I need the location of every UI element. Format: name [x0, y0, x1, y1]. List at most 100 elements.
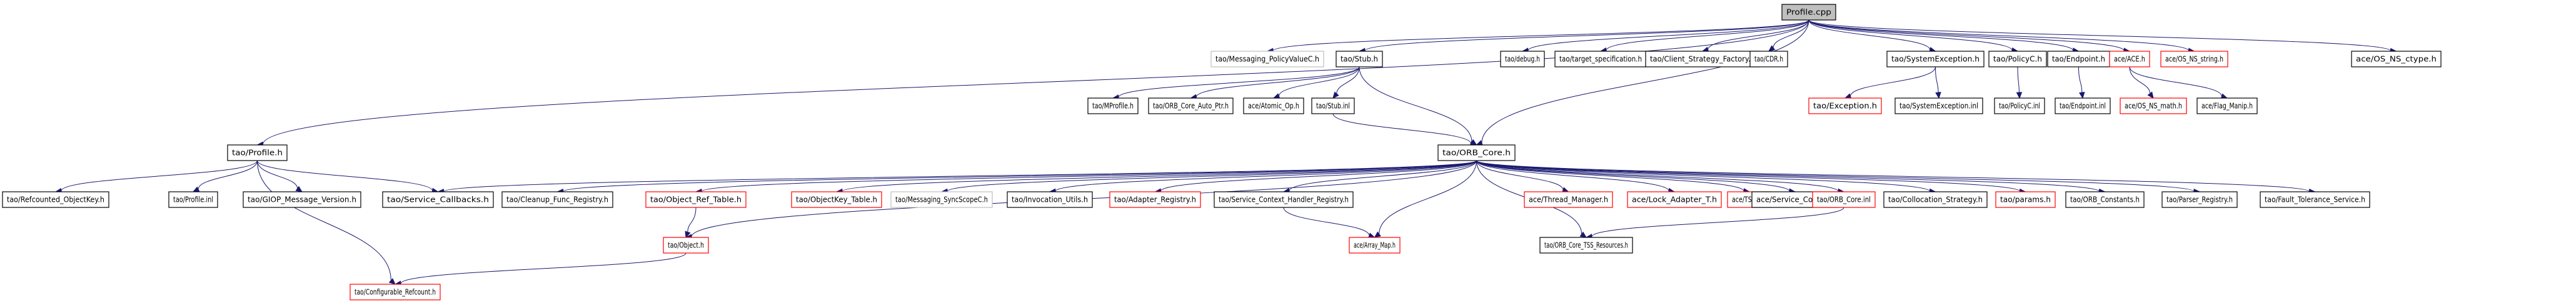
node-box: [1210, 51, 1324, 67]
edge-profile_h-to-giop_msg_version: [257, 160, 303, 192]
node-client-strategy[interactable]: tao/Client_Strategy_Factory.h: [1645, 51, 1760, 67]
edge-stub_h-to-orb_core_h: [1359, 66, 1477, 146]
node-label: tao/Endpoint.h: [2052, 55, 2105, 64]
node-cleanup-func-registry[interactable]: tao/Cleanup_Func_Registry.h: [501, 191, 613, 208]
edge-line: [262, 19, 1809, 145]
node-orb-core-auto-ptr[interactable]: tao/ORB_Core_Auto_Ptr.h: [1148, 97, 1234, 114]
edge-line: [1808, 19, 2125, 51]
node-os-ns-ctype[interactable]: ace/OS_NS_ctype.h: [2351, 51, 2442, 67]
node-exception-h[interactable]: tao/Exception.h: [1808, 97, 1882, 114]
edge-line: [1272, 19, 1809, 51]
edge-orb_core_h-to-object_ref_table: [695, 160, 1477, 195]
edge-line: [1808, 19, 1931, 51]
node-params-h[interactable]: tao/params.h: [1995, 191, 2056, 208]
node-service-callbacks[interactable]: tao/Service_Callbacks.h: [382, 191, 494, 208]
node-profile-h[interactable]: tao/Profile.h: [227, 144, 288, 161]
edge-line: [1118, 66, 1360, 98]
node-messaging-syncscopec[interactable]: tao/Messaging_SyncScopeC.h: [890, 191, 993, 208]
edge-line: [1808, 19, 2013, 51]
node-messaging-policyvaluec[interactable]: tao/Messaging_PolicyValueC.h: [1210, 51, 1324, 67]
node-refcounted-objectkey[interactable]: tao/Refcounted_ObjectKey.h: [2, 191, 109, 208]
edge-line: [2078, 66, 2083, 93]
node-thread-manager[interactable]: ace/Thread_Manager.h: [1524, 191, 1613, 208]
edge-profile_cpp-to-os_ns_ctype: [1808, 19, 2397, 54]
arrowhead-icon: [388, 278, 396, 285]
edge-line: [1476, 160, 1744, 192]
node-service-ctx-handler-registry[interactable]: tao/Service_Context_Handler_Registry.h: [1214, 191, 1354, 208]
edge-ace_h-to-os_ns_math: [2129, 66, 2154, 99]
node-label: tao/ObjectKey_Table.h: [796, 196, 877, 204]
edge-object_h-to-configurable_refcount: [394, 252, 687, 287]
edge-line: [1476, 160, 2021, 192]
edge-profile_cpp-to-endpoint_h: [1808, 19, 2080, 54]
edge-profile_h-to-refcounted_objectkey: [54, 160, 258, 194]
node-object-h[interactable]: tao/Object.h: [663, 237, 709, 254]
node-box: [501, 191, 613, 208]
node-stub-inl[interactable]: tao/Stub.inl: [1311, 97, 1355, 114]
node-label: tao/Invocation_Utils.h: [1012, 196, 1088, 204]
node-stub-h[interactable]: tao/Stub.h: [1336, 51, 1383, 67]
edge-line: [1332, 113, 1472, 144]
node-profile-inl[interactable]: tao/Profile.inl: [168, 191, 218, 208]
arrowhead-icon: [1332, 91, 1339, 99]
node-atomic-op[interactable]: ace/Atomic_Op.h: [1243, 97, 1304, 114]
node-configurable-refcount[interactable]: tao/Configurable_Refcount.h: [350, 284, 441, 301]
node-os-ns-math[interactable]: ace/OS_NS_math.h: [2120, 97, 2187, 114]
node-mprofile-h[interactable]: tao/MProfile.h: [1087, 97, 1139, 114]
arrowhead-icon: [1935, 92, 1941, 99]
edge-line: [2129, 66, 2222, 97]
node-label: ace/OS_NS_ctype.h: [2356, 55, 2437, 64]
node-debug-h[interactable]: tao/debug.h: [1500, 51, 1545, 67]
node-endpoint-inl[interactable]: tao/Endpoint.inl: [2055, 97, 2111, 114]
edge-line: [400, 252, 687, 284]
node-adapter-registry[interactable]: tao/Adapter_Registry.h: [1109, 191, 1201, 208]
node-invocation-utils[interactable]: tao/Invocation_Utils.h: [1007, 191, 1093, 208]
node-object-ref-table[interactable]: tao/Object_Ref_Table.h: [645, 191, 747, 208]
node-objectkey-table[interactable]: tao/ObjectKey_Table.h: [791, 191, 882, 208]
node-os-ns-string[interactable]: ace/OS_NS_string.h: [2160, 51, 2228, 67]
node-collocation-strategy[interactable]: tao/Collocation_Strategy.h: [1883, 191, 1988, 208]
node-box: [1349, 237, 1401, 254]
edge-line: [1708, 19, 1809, 50]
node-label: tao/Profile.inl: [173, 196, 213, 204]
node-orb-constants[interactable]: tao/ORB_Constants.h: [2065, 191, 2145, 208]
node-target-spec[interactable]: tao/target_specification.h: [1554, 51, 1647, 67]
node-label: tao/Stub.h: [1341, 55, 1378, 64]
node-box: [243, 191, 361, 208]
edge-line: [1364, 19, 1809, 51]
node-orb-core-h[interactable]: tao/ORB_Core.h: [1437, 144, 1516, 161]
edge-line: [1336, 66, 1360, 94]
node-lock-adapter-t[interactable]: ace/Lock_Adapter_T.h: [1627, 191, 1722, 208]
edge-line: [1481, 19, 1809, 143]
edge-profile_cpp-to-cdr_h: [1768, 19, 1809, 52]
edge-line: [2017, 66, 2020, 93]
arrowhead-icon: [1768, 45, 1776, 52]
edge-line: [1773, 19, 1809, 48]
edge-sysexc_h-to-sysexc_inl: [1935, 66, 1941, 99]
node-parser-registry[interactable]: tao/Parser_Registry.h: [2161, 191, 2238, 208]
node-orb-core-inl[interactable]: tao/ORB_Core.inl: [1812, 191, 1876, 208]
node-giop-msg-version[interactable]: tao/GIOP_Message_Version.h: [243, 191, 361, 208]
node-fault-tolerance-service[interactable]: tao/Fault_Tolerance_Service.h: [2260, 191, 2370, 208]
edge-line: [257, 160, 433, 191]
node-policyc-inl[interactable]: tao/PolicyC.inl: [1994, 97, 2045, 114]
node-box: [2351, 51, 2442, 67]
edge-line: [257, 160, 391, 281]
node-orb-core-tss-resources[interactable]: tao/ORB_Core_TSS_Resources.h: [1539, 237, 1633, 254]
node-policyc-h[interactable]: tao/PolicyC.h: [1988, 51, 2047, 67]
node-sysexc-h[interactable]: tao/SystemException.h: [1886, 51, 1985, 67]
node-endpoint-h[interactable]: tao/Endpoint.h: [2047, 51, 2110, 67]
node-label: tao/MProfile.h: [1092, 102, 1134, 111]
edge-line: [198, 160, 258, 190]
node-box: [2, 191, 109, 208]
node-cdr-h[interactable]: tao/CDR.h: [1749, 51, 1788, 67]
node-array-map[interactable]: ace/Array_Map.h: [1349, 237, 1401, 254]
edge-line: [1476, 160, 1790, 192]
node-flag-manip[interactable]: ace/Flag_Manip.h: [2196, 97, 2258, 114]
node-sysexc-inl[interactable]: tao/SystemException.inl: [1894, 97, 1983, 114]
node-ace-h[interactable]: ace/ACE.h: [2109, 51, 2150, 67]
node-label: ace/Array_Map.h: [1354, 241, 1396, 250]
edge-line: [1476, 160, 1669, 191]
node-box: [1812, 191, 1876, 208]
